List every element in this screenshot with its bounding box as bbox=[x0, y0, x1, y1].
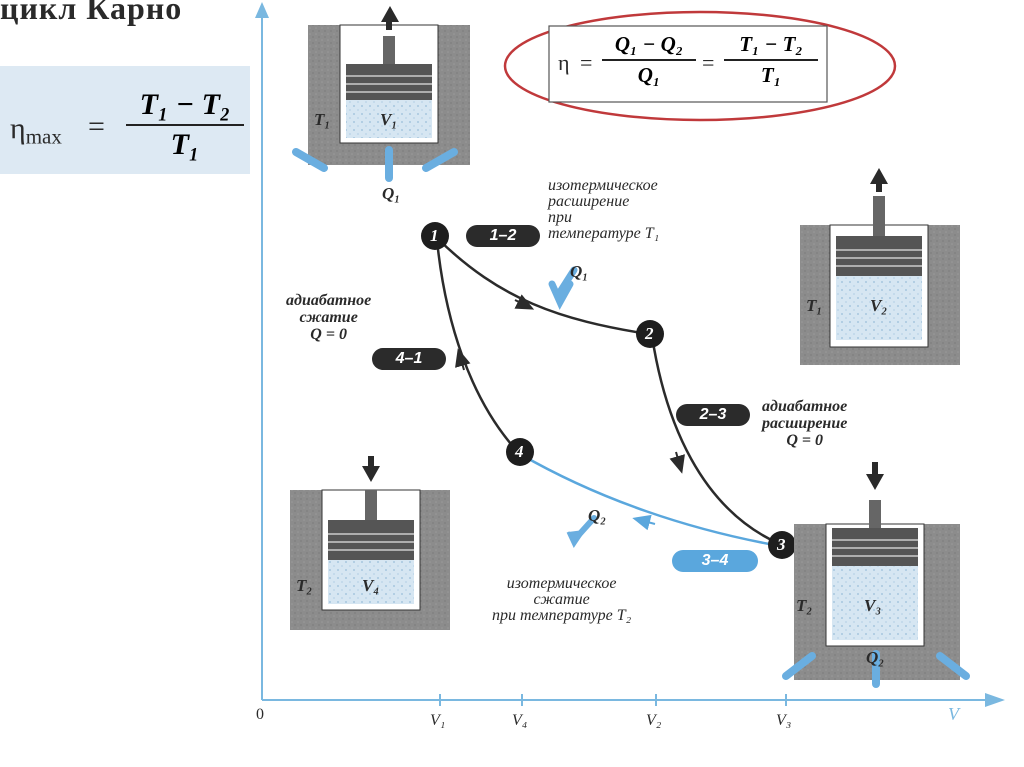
process-tag-2-3: 2–3 bbox=[676, 404, 750, 426]
point-2 bbox=[636, 320, 664, 348]
tick-label-v1: V₁ bbox=[430, 712, 446, 729]
point-1-label: 1 bbox=[430, 226, 439, 245]
curve-3-4 bbox=[519, 452, 781, 548]
cylinder-2-gas bbox=[836, 276, 922, 340]
cylinder-2 bbox=[800, 168, 960, 365]
efficiency-denominator-temp: T₁ bbox=[760, 63, 782, 87]
process-tag-1-2: 1–2 bbox=[466, 225, 540, 247]
cycle-curves bbox=[435, 237, 783, 548]
eta-symbol: η bbox=[558, 50, 570, 75]
cylinder-2-volume: V₂ bbox=[870, 296, 888, 315]
point-4-label: 4 bbox=[515, 442, 524, 461]
cylinder-1-rod bbox=[383, 36, 395, 64]
x-axis-arrow-icon bbox=[985, 693, 1005, 707]
cylinder-3-piston bbox=[832, 528, 918, 566]
process-tag-3-4: 3–4 bbox=[672, 550, 758, 572]
tick-label-v3: V₃ bbox=[776, 712, 792, 729]
cylinder-4-piston bbox=[328, 520, 414, 560]
efficiency-fraction-temp: T₁ − T₂ T₁ bbox=[724, 32, 818, 88]
cylinder-1 bbox=[292, 6, 470, 182]
heat-out-arrowhead-icon bbox=[566, 529, 586, 549]
cylinder-1-temp: T₁ bbox=[314, 110, 331, 129]
cylinder-1-heat-arrows-icon bbox=[292, 146, 458, 182]
efficiency-fraction-heat: Q₁ − Q₂ Q₁ bbox=[602, 32, 696, 88]
y-axis-arrow-icon bbox=[255, 2, 269, 18]
arrow-2-3-icon bbox=[669, 451, 685, 474]
arrow-4-1-icon bbox=[455, 348, 471, 371]
process-tag-4-1: 4–1 bbox=[372, 348, 446, 370]
cylinder-2-temp: T₁ bbox=[806, 296, 823, 315]
cylinder-3-temp: T₂ bbox=[796, 596, 813, 615]
cylinder-4-rod bbox=[365, 490, 377, 520]
efficiency-numerator-heat: Q₁ − Q₂ bbox=[614, 32, 684, 56]
max-efficiency-denominator: T₁ bbox=[170, 128, 200, 161]
cylinder-2-up-arrow-icon bbox=[870, 168, 888, 184]
cylinder-3-rod bbox=[869, 500, 881, 528]
max-efficiency-formula: ηmax = T₁ − T₂ T₁ bbox=[0, 66, 250, 174]
max-efficiency-fraction: T₁ − T₂ T₁ bbox=[126, 88, 244, 162]
equals-sign-2: = bbox=[702, 50, 715, 75]
cycle-points bbox=[421, 222, 796, 559]
efficiency-frame bbox=[548, 25, 828, 103]
highlight-ring bbox=[503, 10, 897, 122]
axis-x-label: V bbox=[948, 704, 959, 724]
equals-sign-1: = bbox=[580, 50, 593, 75]
axis-origin-label: 0 bbox=[256, 706, 264, 723]
cylinder-4-gas bbox=[328, 560, 414, 604]
fraction-bar bbox=[126, 124, 244, 126]
cylinder-4 bbox=[290, 456, 450, 630]
heat-q1-label: Q₁ bbox=[570, 262, 589, 281]
arrow-1-2-icon bbox=[514, 294, 535, 310]
axes bbox=[255, 2, 1005, 707]
efficiency-denominator-heat: Q₁ bbox=[637, 63, 661, 87]
cylinder-3-volume: V₃ bbox=[864, 596, 882, 615]
tick-label-v4: V₄ bbox=[512, 712, 528, 729]
point-1 bbox=[421, 222, 449, 250]
heat-in-arrow-icon bbox=[548, 266, 578, 310]
curve-2-3 bbox=[650, 335, 783, 547]
cylinder-3-gas bbox=[832, 566, 918, 640]
heat-q2-label: Q₂ bbox=[588, 506, 607, 525]
cylinder-3-heat-arrows-icon bbox=[782, 650, 970, 688]
efficiency-numerator-temp: T₁ − T₂ bbox=[739, 32, 803, 56]
cylinder-1-gas bbox=[346, 100, 432, 138]
arrow-3-4-icon bbox=[632, 514, 656, 531]
point-3-label: 3 bbox=[777, 535, 786, 554]
eta-max-symbol: ηmax bbox=[10, 112, 62, 149]
cylinder-2-rod bbox=[873, 196, 885, 236]
cylinder-3-heat: Q₂ bbox=[866, 648, 885, 667]
curve-1-2 bbox=[436, 237, 649, 336]
page-title: цикл Карно bbox=[0, 0, 183, 26]
cylinder-4-down-arrow-icon bbox=[362, 466, 380, 482]
point-2-label: 2 bbox=[645, 324, 654, 343]
cylinder-1-heat: Q₁ bbox=[382, 184, 401, 203]
cylinder-1-piston bbox=[346, 64, 432, 100]
max-efficiency-numerator: T₁ − T₂ bbox=[139, 88, 231, 121]
cylinder-4-temp: T₂ bbox=[296, 576, 313, 595]
cylinder-2-piston bbox=[836, 236, 922, 276]
cylinder-1-volume: V₁ bbox=[380, 110, 398, 129]
point-4 bbox=[506, 438, 534, 466]
tick-label-v2: V₂ bbox=[646, 712, 662, 729]
cylinder-3 bbox=[782, 462, 970, 688]
cylinder-3-down-arrow-icon bbox=[866, 474, 884, 490]
cylinder-1-up-arrow-icon bbox=[381, 6, 399, 22]
equals-sign: = bbox=[88, 110, 105, 143]
cylinder-4-volume: V₄ bbox=[362, 576, 380, 595]
point-3 bbox=[768, 531, 796, 559]
